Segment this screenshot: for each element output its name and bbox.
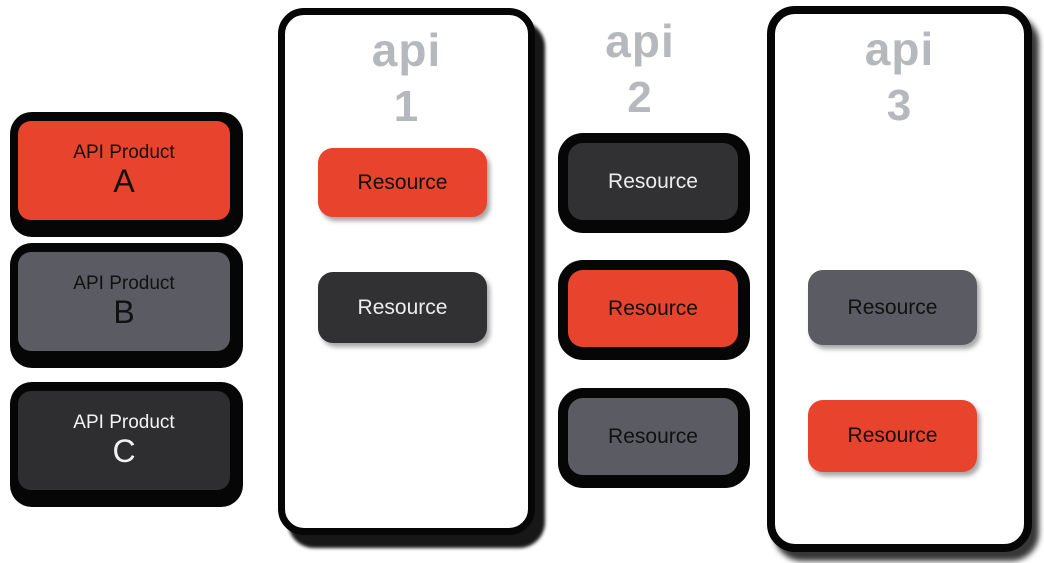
api-product-c-letter: C bbox=[112, 432, 136, 469]
api-2-resource-3-shell: Resource bbox=[558, 388, 750, 488]
api-1-resource-2: Resource bbox=[318, 272, 487, 343]
api-3-resource-2: Resource bbox=[808, 400, 977, 472]
api-proxy-1-container: api 1 Resource Resource bbox=[278, 8, 535, 535]
api-product-card-a: API Product A bbox=[10, 112, 243, 237]
api-product-a-title: API Product bbox=[73, 141, 175, 163]
api-product-card-a-face: API Product A bbox=[18, 121, 230, 220]
api-product-card-b-face: API Product B bbox=[18, 252, 230, 351]
api-2-resource-1-shell: Resource bbox=[558, 133, 750, 233]
api-proxy-3-word: api bbox=[864, 23, 935, 75]
api-2-resource-1: Resource bbox=[568, 143, 738, 220]
api-proxy-1-word: api bbox=[371, 24, 442, 76]
api-product-card-c: API Product C bbox=[10, 382, 243, 507]
api-product-a-letter: A bbox=[113, 162, 135, 199]
api-proxy-1-number: 1 bbox=[393, 82, 420, 131]
api-proxy-3-number: 3 bbox=[886, 81, 913, 130]
api-proxy-1-label: api 1 bbox=[285, 27, 528, 129]
api-proxy-2-number: 2 bbox=[627, 73, 653, 122]
api-product-b-letter: B bbox=[113, 293, 135, 330]
api-proxy-3-label: api 3 bbox=[775, 26, 1024, 128]
api-proxy-2-word: api bbox=[605, 15, 675, 67]
api-product-card-b: API Product B bbox=[10, 243, 243, 368]
api-2-resource-2: Resource bbox=[568, 270, 738, 347]
api-3-resource-1: Resource bbox=[808, 270, 977, 345]
api-2-resource-3: Resource bbox=[568, 398, 738, 475]
api-proxy-3-container: api 3 Resource Resource bbox=[767, 6, 1032, 552]
api-product-c-title: API Product bbox=[73, 411, 175, 433]
api-product-card-c-face: API Product C bbox=[18, 391, 230, 490]
api-2-resource-2-shell: Resource bbox=[558, 260, 750, 360]
api-1-resource-1: Resource bbox=[318, 148, 487, 217]
api-proxy-2-label: api 2 bbox=[560, 18, 720, 120]
api-product-b-title: API Product bbox=[73, 272, 175, 294]
